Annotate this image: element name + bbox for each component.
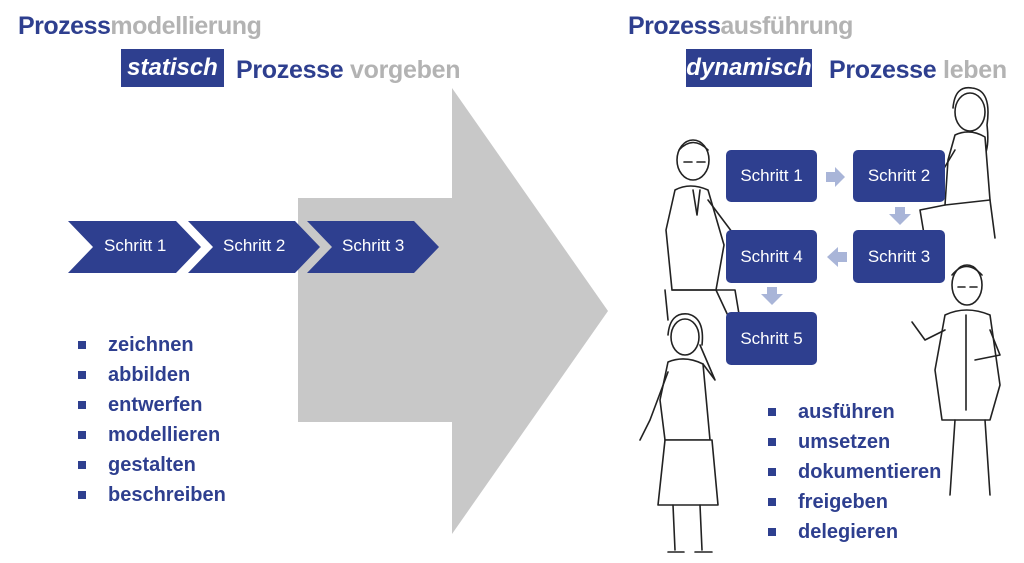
flow-step-4: Schritt 4 [726,230,817,283]
left-bullet-list: zeichnen abbilden entwerfen modellieren … [78,330,226,510]
list-item: abbilden [78,360,226,390]
flow-step-3: Schritt 3 [853,230,945,283]
right-bullet-list: ausführen umsetzen dokumentieren freigeb… [768,397,941,547]
left-title: Prozessmodellierung [18,12,262,40]
arrow-2-3 [889,207,911,225]
chevron-step-1 [68,221,201,273]
left-subtitle: Prozesse vorgeben [236,56,461,84]
list-item: modellieren [78,420,226,450]
right-subtitle: Prozesse leben [829,56,1007,84]
list-item: gestalten [78,450,226,480]
list-item: zeichnen [78,330,226,360]
arrow-3-4 [827,247,847,267]
chevron-label-3: Schritt 3 [342,236,405,255]
list-item: umsetzen [768,427,941,457]
seated-woman-figure [919,86,996,241]
list-item: delegieren [768,517,941,547]
list-item: freigeben [768,487,941,517]
chevron-label-1: Schritt 1 [104,236,167,255]
standing-woman-figure [639,313,719,553]
badge-dynamisch: dynamisch [686,49,812,87]
chevron-step-2 [188,221,320,273]
arrow-1-2 [826,167,845,187]
seated-man-figure [664,139,749,321]
list-item: beschreiben [78,480,226,510]
list-item: entwerfen [78,390,226,420]
standing-man-figure [911,264,1001,496]
chevron-label-2: Schritt 2 [223,236,286,255]
list-item: ausführen [768,397,941,427]
flow-step-2: Schritt 2 [853,150,945,202]
badge-statisch: statisch [121,49,224,87]
list-item: dokumentieren [768,457,941,487]
right-title: Prozessausführung [628,12,853,40]
chevron-step-3 [307,221,439,273]
flow-step-1: Schritt 1 [726,150,817,202]
flow-step-5: Schritt 5 [726,312,817,365]
arrow-4-5 [761,287,783,305]
